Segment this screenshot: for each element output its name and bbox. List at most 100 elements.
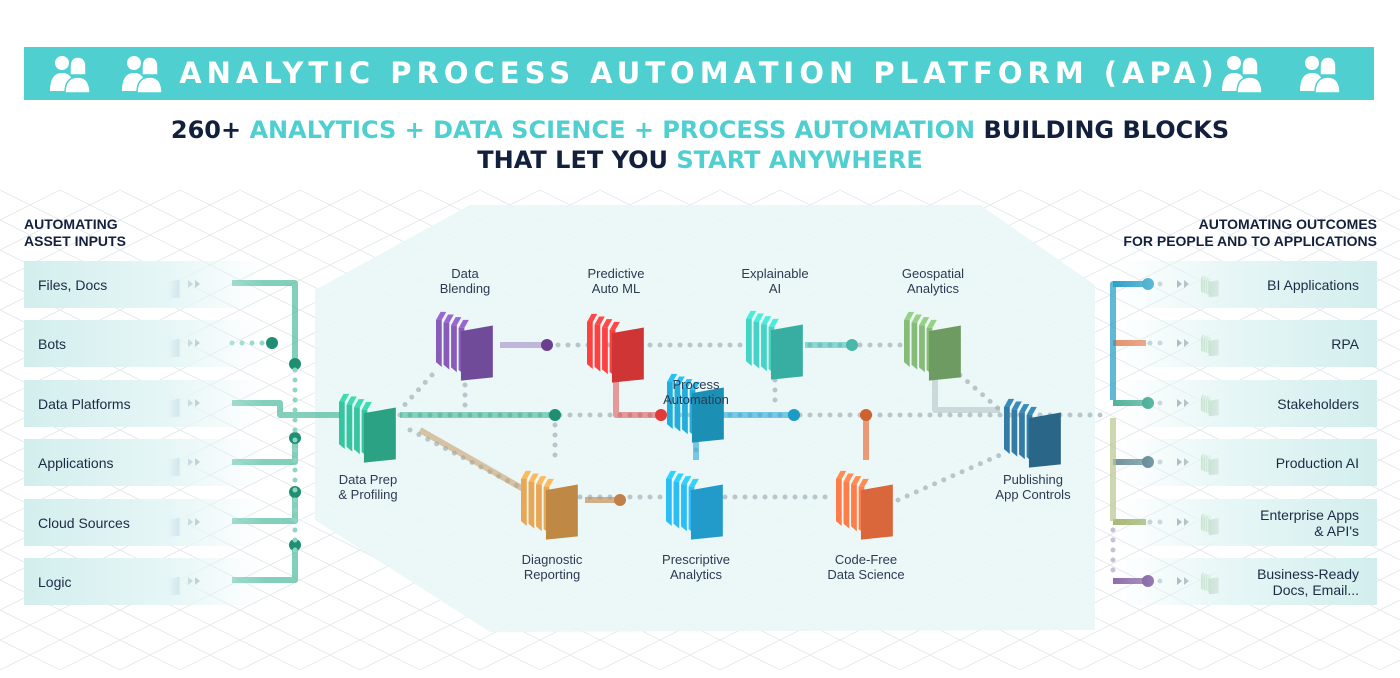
cube-face: [611, 327, 644, 383]
node-predictive[interactable]: [587, 313, 644, 383]
node-label-line-1: Code-Free: [834, 552, 898, 567]
node-data-prep[interactable]: [339, 393, 396, 463]
cube-slab-side: [761, 324, 767, 372]
node-data-blending[interactable]: [436, 311, 493, 381]
cube-slab-top: [1011, 401, 1022, 410]
geospatial-connector: [932, 375, 1000, 413]
node-label-line-1: Explainable: [741, 266, 809, 281]
cube-slab-top: [753, 313, 764, 322]
node-label-line-2: Automation: [663, 392, 729, 407]
input-row[interactable]: Logic: [24, 558, 264, 605]
cube-slab-top: [528, 473, 539, 482]
cube-slab-side: [1004, 407, 1010, 454]
node-label-line-2: & Profiling: [338, 487, 398, 502]
cube-slab-top: [843, 473, 854, 482]
grid-line: [0, 190, 481, 431]
node-label-line-2: Reporting: [523, 567, 581, 582]
headline-line-2: THAT LET YOU START ANYWHERE: [0, 146, 1400, 174]
cube-slab-top: [674, 376, 685, 385]
cube-slab-top: [1026, 406, 1037, 415]
node-prescriptive[interactable]: [666, 470, 723, 540]
node-publishing[interactable]: [1004, 398, 1061, 468]
cube-slab-side: [682, 387, 688, 435]
cube-slab-top: [354, 399, 365, 408]
cube-slab-top: [746, 310, 757, 320]
node-explainable[interactable]: [746, 310, 803, 380]
output-row[interactable]: Production AI: [1115, 439, 1377, 486]
output-row[interactable]: Enterprise Apps& API's: [1115, 499, 1377, 546]
cube-slab-side: [521, 479, 527, 526]
cube-slab-top: [1019, 404, 1030, 413]
cube-slab-side: [587, 322, 593, 369]
dotted-connector: [397, 372, 435, 413]
node-geospatial[interactable]: [904, 311, 961, 381]
dotted-connector: [895, 452, 1003, 503]
cube-face: [690, 484, 723, 540]
output-row[interactable]: BI Applications: [1115, 261, 1377, 308]
cube-slab-top: [858, 478, 869, 487]
output-row[interactable]: Stakeholders: [1115, 380, 1377, 427]
input-row[interactable]: Cloud Sources: [24, 499, 264, 546]
cube-slab-side: [536, 484, 542, 532]
node-diagnostic[interactable]: [521, 470, 578, 540]
cube-slab-top: [443, 314, 454, 323]
node-label-line-1: Prescriptive: [662, 552, 730, 567]
cube-face: [460, 325, 493, 381]
banner-title: ANALYTIC PROCESS AUTOMATION PLATFORM (AP…: [179, 56, 1219, 90]
cube-slab-top: [768, 318, 779, 327]
output-label-line-1: BI Applications: [1267, 276, 1359, 293]
cube-slab-side: [346, 404, 353, 452]
output-label-line-1: RPA: [1331, 335, 1359, 352]
grid-line: [0, 190, 181, 281]
cube-slab-top: [361, 401, 372, 410]
connector-node: [289, 358, 301, 370]
cube-face: [363, 407, 396, 463]
input-row[interactable]: Data Platforms: [24, 380, 264, 427]
outputs-heading-line-2: FOR PEOPLE AND TO APPLICATIONS: [1123, 233, 1377, 249]
inputs-heading-line-2: ASSET INPUTS: [24, 233, 126, 249]
connector-node: [541, 339, 553, 351]
inputs-heading: AUTOMATING ASSET INPUTS: [24, 216, 126, 250]
input-label: Files, Docs: [38, 276, 108, 293]
cube-slab-top: [543, 478, 554, 487]
cube-slab-side: [1011, 409, 1018, 457]
connector-node: [788, 409, 800, 421]
node-code-free[interactable]: [836, 470, 893, 540]
connector-node: [549, 409, 561, 421]
output-label: BI Applications: [1267, 277, 1359, 293]
cube-slab-side: [843, 481, 850, 529]
headline-suffix: BUILDING BLOCKS: [983, 116, 1230, 144]
headline-line-1: 260+ ANALYTICS + DATA SCIENCE + PROCESS …: [0, 116, 1400, 144]
node-process-automation[interactable]: [667, 373, 724, 443]
grid-line: [0, 429, 481, 670]
input-row[interactable]: Bots: [24, 320, 264, 367]
cube-slab-side: [667, 382, 673, 429]
cube-slab-top: [666, 470, 677, 480]
connector-node: [289, 539, 301, 551]
cube-face: [545, 484, 578, 540]
cube-slab-top: [904, 311, 915, 321]
output-row[interactable]: RPA: [1115, 320, 1377, 367]
output-label-line-1: Production AI: [1275, 454, 1359, 471]
cube-slab-side: [836, 479, 842, 526]
cube-slab-side: [354, 407, 360, 455]
cube-slab-top: [689, 381, 700, 390]
input-label: Logic: [38, 573, 72, 590]
input-row[interactable]: Applications: [24, 439, 264, 486]
output-label: RPA: [1331, 336, 1359, 352]
node-label-line-2: Analytics: [906, 281, 960, 296]
cube-slab-top: [688, 478, 699, 487]
outputs-heading: AUTOMATING OUTCOMES FOR PEOPLE AND TO AP…: [1123, 216, 1377, 250]
cube-slab-top: [836, 470, 847, 480]
output-label: Production AI: [1276, 455, 1359, 471]
headline-prefix: THAT LET YOU: [477, 146, 668, 174]
output-label-line-2: & API's: [1314, 522, 1359, 539]
node-label-line-1: Data: [451, 266, 479, 281]
cube-face: [1028, 412, 1061, 468]
input-row[interactable]: Files, Docs: [24, 261, 264, 308]
cube-slab-top: [521, 470, 532, 480]
